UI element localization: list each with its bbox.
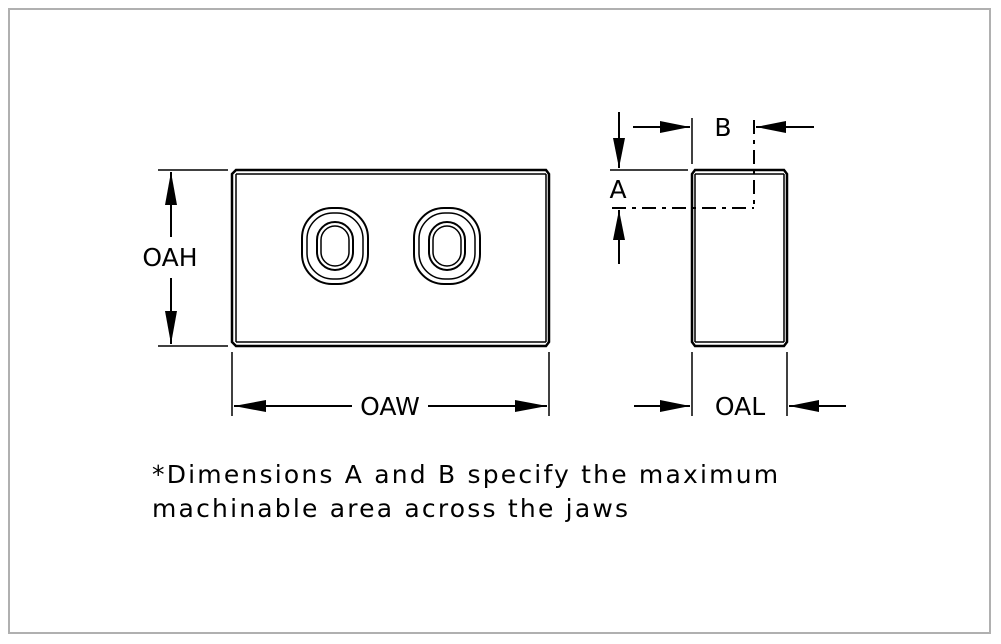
front-view-outline (230, 168, 551, 348)
a-arrow-top (613, 138, 625, 168)
oaw-arrow-right (515, 400, 547, 412)
b-arrow-right (756, 121, 786, 133)
side-view-outline (690, 168, 789, 348)
a-label: A (609, 175, 626, 204)
oal-label: OAL (715, 392, 765, 421)
b-label: B (714, 113, 731, 142)
a-arrow-bottom (613, 210, 625, 240)
b-dimension: B (633, 113, 814, 164)
oaw-dimension: OAW (231, 352, 550, 421)
oal-arrow-right (789, 400, 819, 412)
left-slot (301, 207, 369, 285)
oal-arrow-left (660, 400, 690, 412)
right-slot (413, 207, 481, 285)
side-view (612, 120, 789, 348)
oah-arrow-bottom (165, 311, 177, 344)
b-arrow-left (660, 121, 690, 133)
note-line-2: machinable area across the jaws (152, 494, 630, 523)
oah-arrow-top (165, 172, 177, 205)
a-dimension: A (609, 112, 688, 264)
oaw-arrow-left (234, 400, 266, 412)
front-view (230, 168, 551, 348)
oal-dimension: OAL (634, 352, 846, 421)
drawing-frame (8, 8, 991, 634)
note-line-1: *Dimensions A and B specify the maximum (152, 460, 780, 489)
oah-label: OAH (142, 243, 197, 272)
oaw-label: OAW (360, 392, 420, 421)
oah-dimension: OAH (142, 169, 228, 347)
